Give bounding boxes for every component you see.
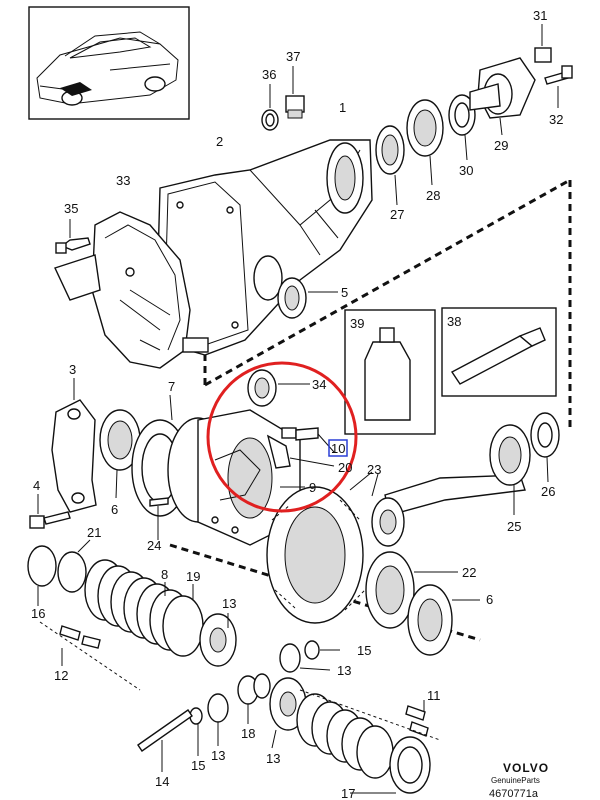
callout-15-a: 15	[357, 643, 371, 658]
oil-bottle-box	[344, 309, 436, 435]
pinion-gear-13c	[207, 693, 229, 746]
callout-28: 28	[426, 188, 440, 203]
callout-32: 32	[549, 112, 563, 127]
bolt-24	[149, 497, 169, 540]
rear-cover	[54, 211, 209, 369]
callout-17: 17	[341, 786, 355, 800]
callout-25: 25	[507, 519, 521, 534]
callout-27: 27	[390, 207, 404, 222]
nut-31	[534, 24, 552, 63]
callout-33: 33	[116, 173, 130, 188]
callout-18: 18	[241, 726, 255, 741]
callout-36: 36	[262, 67, 276, 82]
callout-38: 38	[447, 314, 461, 329]
callout-31: 31	[533, 8, 547, 23]
ring-gear	[266, 471, 373, 624]
seal-36	[261, 84, 279, 131]
diagram-code: 4670771a	[489, 788, 539, 800]
callout-5: 5	[341, 285, 348, 300]
callout-29: 29	[494, 138, 508, 153]
thrust-washer-18	[237, 673, 271, 724]
highlight-box	[328, 439, 348, 457]
callout-12: 12	[54, 668, 68, 683]
callout-21: 21	[87, 525, 101, 540]
highlight-circle	[206, 361, 358, 513]
callout-19: 19	[186, 569, 200, 584]
callout-14: 14	[155, 774, 169, 789]
bearing-25	[489, 424, 531, 515]
callout-13-c: 13	[211, 748, 225, 763]
callout-13-a: 13	[222, 596, 236, 611]
bracket-3	[51, 378, 97, 513]
callout-6-left: 6	[111, 502, 118, 517]
pinion-shaft	[371, 473, 526, 547]
callout-2: 2	[216, 134, 223, 149]
callout-35: 35	[64, 201, 78, 216]
bearing-22	[365, 551, 458, 629]
callout-1: 1	[339, 100, 346, 115]
callout-24: 24	[147, 538, 161, 553]
bolt-32	[544, 65, 573, 108]
callout-22: 22	[462, 565, 476, 580]
bearing-6-left	[99, 409, 141, 499]
callout-10: 10	[331, 441, 345, 456]
callout-15-b: 15	[191, 758, 205, 773]
differential-housing	[157, 139, 373, 356]
callout-20: 20	[338, 460, 352, 475]
bearing-6-right	[407, 584, 480, 656]
thrust-washer-15a	[304, 640, 340, 660]
callout-6-right: 6	[486, 592, 493, 607]
differential-case	[167, 409, 305, 546]
pinion-gear-13b	[279, 643, 331, 673]
clutch-pack-left	[27, 539, 204, 691]
brand-subtitle: GenuineParts	[491, 776, 540, 785]
seal-5	[277, 277, 338, 319]
flange-29	[469, 57, 536, 136]
callout-34: 34	[312, 377, 326, 392]
footer-branding: VOLVO GenuineParts 4670771a	[489, 761, 549, 800]
bolt-4	[29, 494, 71, 529]
callout-39: 39	[350, 316, 364, 331]
plug-37	[285, 66, 305, 119]
callout-3: 3	[69, 362, 76, 377]
seal-30	[448, 94, 476, 161]
callout-7: 7	[168, 379, 175, 394]
cross-shaft-14	[137, 709, 193, 772]
callout-30: 30	[459, 163, 473, 178]
callout-23: 23	[367, 462, 381, 477]
callout-11: 11	[427, 688, 441, 703]
callout-labels: 1 2 3 4 5 6 6 7 8 9 10 11 12 13 13 13 13…	[31, 8, 563, 800]
callout-8: 8	[161, 567, 168, 582]
callout-37: 37	[286, 49, 300, 64]
side-gear-13a	[199, 613, 237, 667]
bolt-35	[55, 219, 91, 254]
clutch-pack-right	[296, 689, 441, 794]
sealant-tube-box	[441, 307, 557, 397]
brand-logo: VOLVO	[503, 761, 549, 775]
sensor-10	[281, 427, 335, 453]
vehicle-thumbnail	[28, 6, 190, 120]
callout-16: 16	[31, 606, 45, 621]
callout-13-b: 13	[337, 663, 351, 678]
callout-4: 4	[33, 478, 40, 493]
clip-20	[266, 434, 335, 469]
seal-26	[530, 412, 560, 483]
bearing-27	[375, 125, 405, 206]
bearing-28	[406, 99, 444, 186]
shim-12	[59, 625, 101, 666]
callout-9: 9	[309, 480, 316, 495]
callout-26: 26	[541, 484, 555, 499]
callout-13-d: 13	[266, 751, 280, 766]
seal-34	[247, 369, 310, 407]
